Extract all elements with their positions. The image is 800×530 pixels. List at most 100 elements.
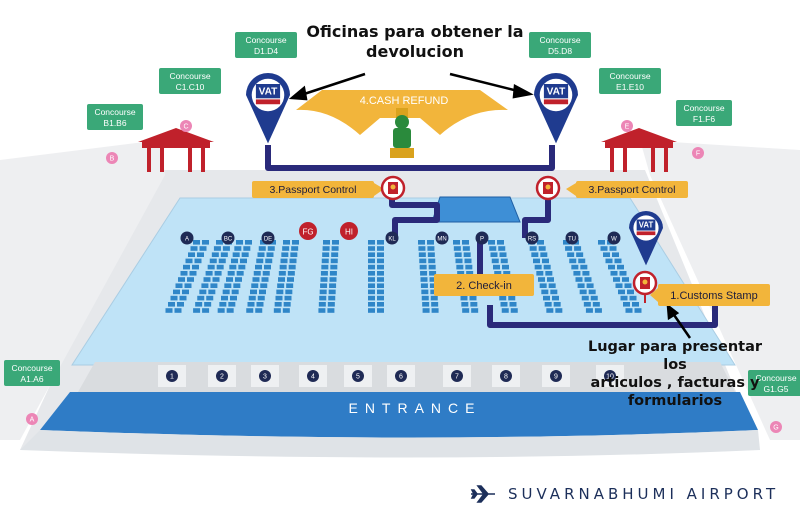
counter-block	[571, 264, 579, 270]
counter-block	[629, 295, 637, 301]
gate-number: 10	[606, 374, 614, 381]
concourse-box	[599, 68, 661, 94]
counter-block	[609, 246, 617, 251]
counter-block	[213, 246, 221, 251]
concourse-box	[529, 32, 591, 58]
concourse-letter: G	[773, 425, 778, 432]
counter-block	[282, 246, 290, 251]
counter-block	[252, 277, 260, 282]
counter-row-label: HI	[345, 228, 353, 237]
counter-block	[368, 252, 375, 257]
counter-block	[612, 252, 619, 257]
counter-block	[429, 271, 437, 276]
counter-block	[489, 246, 497, 251]
counter-block	[224, 283, 232, 288]
annotation-arrows	[288, 72, 692, 339]
counter-block	[619, 271, 627, 276]
counter-block	[543, 295, 550, 301]
counter-block	[368, 302, 375, 307]
counter-block	[377, 283, 384, 288]
counter-block	[288, 264, 296, 270]
counter-block	[273, 308, 281, 313]
counter-block	[499, 295, 507, 301]
counter-block	[329, 277, 337, 282]
counter-block	[241, 252, 249, 257]
counter-block	[245, 240, 252, 245]
counter-block	[175, 283, 183, 288]
counter-block	[428, 258, 436, 264]
counter-block	[537, 240, 544, 245]
counter-block	[227, 271, 235, 276]
counter-block	[229, 264, 237, 270]
counter-block	[590, 295, 598, 301]
counter-row-label: TU	[568, 237, 576, 243]
counter-block	[320, 277, 328, 282]
counter-block	[182, 289, 189, 295]
counter-block	[368, 258, 375, 264]
gate-marker	[604, 370, 616, 382]
gate-3: 3	[251, 365, 279, 387]
counter-block	[327, 308, 335, 313]
counter-block	[368, 271, 375, 276]
counter-block	[461, 302, 469, 307]
counter-block	[615, 283, 623, 288]
counter-block	[322, 246, 330, 251]
counter-block	[456, 264, 464, 270]
counter-block	[256, 258, 264, 264]
concourse-title: Concourse	[94, 107, 135, 117]
gate-marker	[216, 370, 228, 382]
counter-block	[193, 308, 201, 313]
concourse-dot	[621, 120, 633, 132]
counter-row-marker	[180, 231, 194, 245]
counter-block	[585, 308, 593, 313]
counter-block	[622, 277, 629, 282]
counter-block	[494, 271, 502, 276]
counter-row-label: MN	[437, 237, 446, 243]
counter-block	[180, 271, 188, 276]
counter-row-p: P	[475, 231, 489, 245]
gate-1: 1	[158, 365, 186, 387]
gate-7: 7	[443, 365, 471, 387]
concourse-letter: A	[30, 417, 35, 424]
counter-block	[421, 289, 429, 295]
vat-pin-text: VAT	[259, 87, 279, 98]
counter-block	[541, 289, 549, 295]
counter-block	[274, 302, 282, 307]
counter-block	[193, 240, 200, 245]
concourse-title: Concourse	[609, 71, 650, 81]
counter-block	[431, 302, 439, 307]
gate-6: 6	[387, 365, 415, 387]
entrance-curb	[20, 430, 760, 458]
concourse-box	[676, 100, 732, 126]
counter-row-marker	[435, 231, 449, 245]
route-customs	[487, 305, 718, 328]
gate-number: 5	[356, 374, 360, 381]
counter-block	[199, 289, 207, 295]
concourse-letter: F	[696, 151, 700, 158]
counter-block	[320, 283, 328, 288]
counter-block	[545, 271, 553, 276]
concourse-box	[4, 360, 60, 386]
counter-block	[240, 258, 247, 264]
counter-block	[332, 240, 339, 245]
counter-block	[257, 252, 265, 257]
counter-block	[321, 258, 329, 264]
counter-block	[231, 289, 239, 295]
counter-block	[377, 258, 384, 264]
counter-block	[603, 252, 610, 257]
concourse-dot	[180, 120, 192, 132]
counter-block	[547, 277, 554, 282]
gate-marker	[451, 370, 463, 382]
counter-block	[577, 283, 585, 288]
counter-block	[187, 277, 194, 282]
concourse-box	[87, 104, 143, 130]
counter-block	[377, 240, 384, 245]
passport-callout-right: 3.Passport Control	[566, 181, 688, 198]
counter-block	[581, 295, 589, 301]
counter-block	[466, 271, 474, 276]
concourse-title: Concourse	[11, 363, 52, 373]
counter-row-de: DE	[261, 231, 275, 245]
gate-marker	[352, 370, 364, 382]
